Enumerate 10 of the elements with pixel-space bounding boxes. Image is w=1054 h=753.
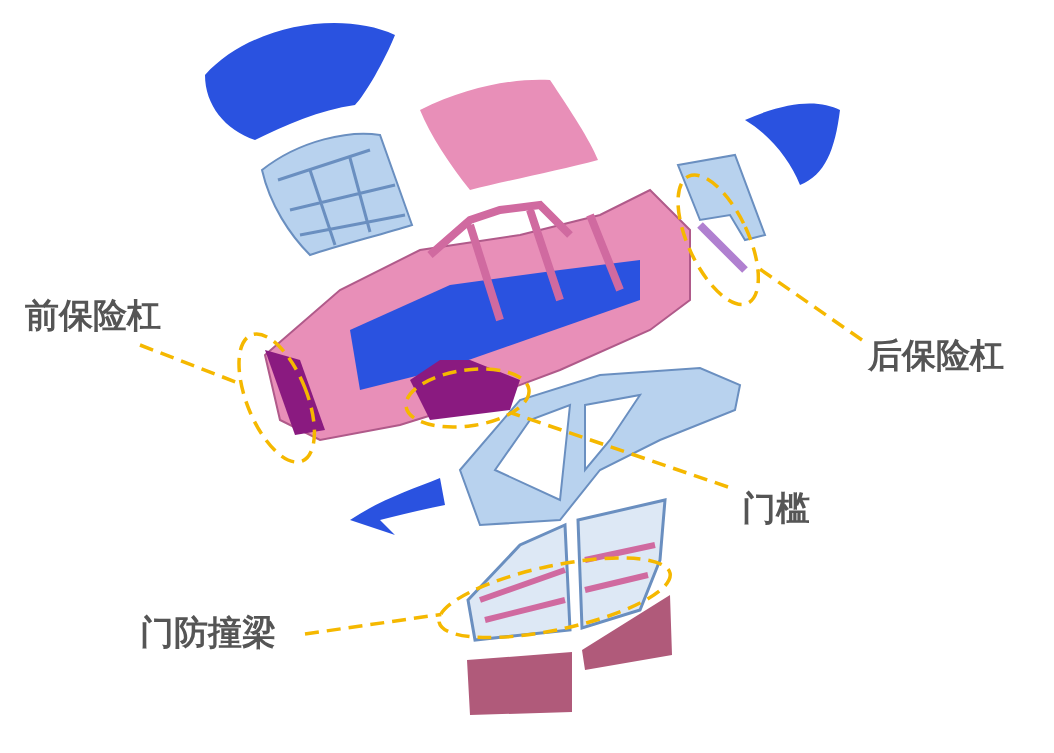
dashed-highlight-ellipse [675, 173, 761, 307]
callout-label: 门防撞梁 [140, 612, 276, 652]
leader-line [511, 411, 729, 489]
callout-label: 门槛 [742, 488, 810, 528]
callout-label: 后保险杠 [868, 335, 1004, 375]
leader-line [304, 612, 442, 636]
dashed-highlight-ellipse [437, 556, 673, 640]
callout-label: 前保险杠 [25, 295, 161, 335]
dashed-highlight-ellipse [404, 366, 532, 430]
dashed-highlight-ellipse [237, 331, 317, 465]
